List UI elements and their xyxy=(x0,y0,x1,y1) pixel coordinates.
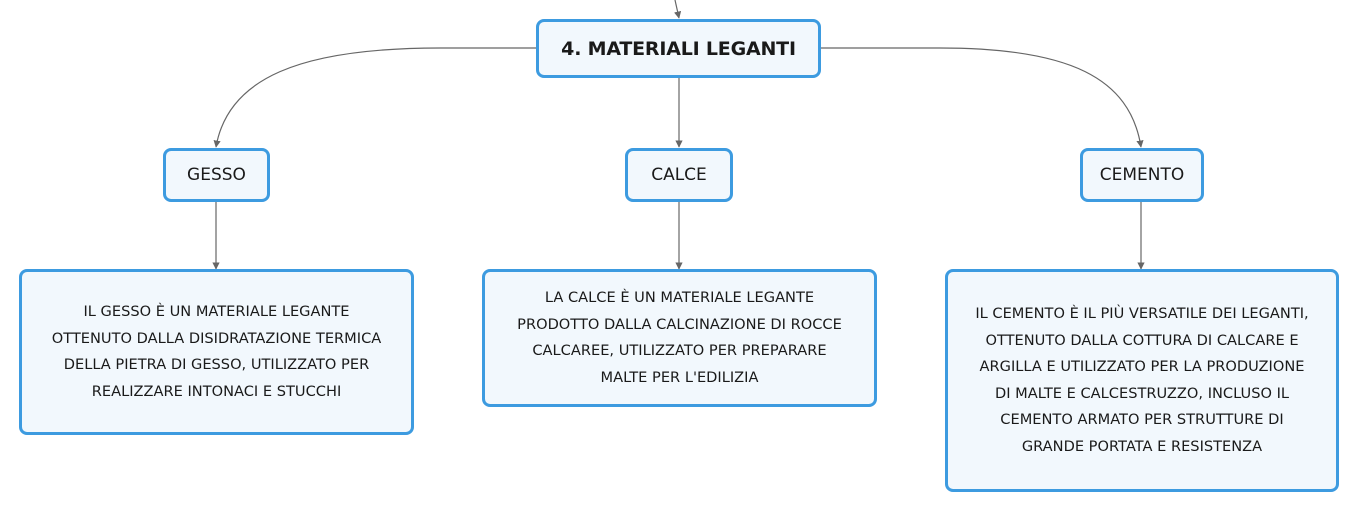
description-text-gesso: IL GESSO È UN MATERIALE LEGANTE OTTENUTO… xyxy=(51,303,382,400)
description-node-gesso[interactable]: IL GESSO È UN MATERIALE LEGANTE OTTENUTO… xyxy=(19,269,414,435)
connector-root-cemento xyxy=(821,47,1144,148)
category-node-calce[interactable]: CALCE xyxy=(625,148,733,202)
description-text-cemento: IL CEMENTO È IL PIÙ VERSATILE DEI LEGANT… xyxy=(975,305,1309,455)
connector-parent-root xyxy=(674,0,682,19)
description-text-calce: LA CALCE È UN MATERIALE LEGANTE PRODOTTO… xyxy=(517,289,842,386)
description-node-calce[interactable]: LA CALCE È UN MATERIALE LEGANTE PRODOTTO… xyxy=(482,269,877,407)
category-label-gesso: GESSO xyxy=(187,165,246,185)
category-node-cemento[interactable]: CEMENTO xyxy=(1080,148,1204,202)
connector-root-gesso xyxy=(213,47,536,148)
category-label-cemento: CEMENTO xyxy=(1099,165,1185,185)
category-label-calce: CALCE xyxy=(651,165,707,185)
description-node-cemento[interactable]: IL CEMENTO È IL PIÙ VERSATILE DEI LEGANT… xyxy=(945,269,1339,492)
root-node-materiali-leganti[interactable]: 4. MATERIALI LEGANTI xyxy=(536,19,821,78)
root-node-label: 4. MATERIALI LEGANTI xyxy=(561,37,796,60)
category-node-gesso[interactable]: GESSO xyxy=(163,148,270,202)
